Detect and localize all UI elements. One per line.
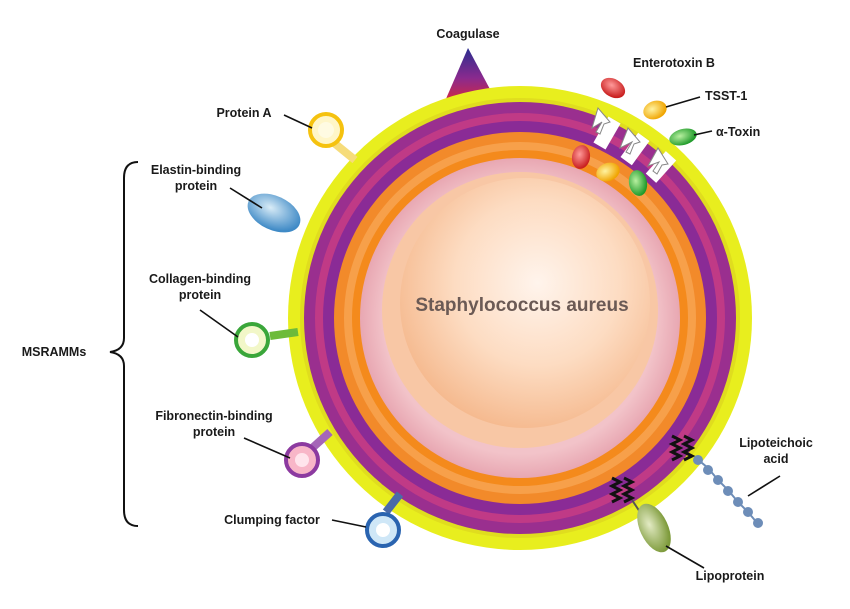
clumping-factor-structure bbox=[365, 491, 404, 548]
tsst1-label: TSST-1 bbox=[705, 89, 747, 103]
collagen-binding-label-line1: Collagen-binding bbox=[149, 272, 251, 286]
msramms-label: MSRAMMs bbox=[22, 345, 87, 359]
cell-title: Staphylococcus aureus bbox=[415, 295, 628, 316]
lipoteichoic-anchor bbox=[668, 434, 696, 462]
collagen-binding-protein-structure bbox=[234, 322, 299, 358]
alpha-toxin-label: α-Toxin bbox=[716, 125, 760, 139]
fibronectin-binding-label-line2: protein bbox=[193, 425, 235, 439]
toxin-particles bbox=[571, 77, 697, 196]
lipoteichoic-acid-label-line2: acid bbox=[763, 452, 788, 466]
elastin-binding-label-line1: Elastin-binding bbox=[151, 163, 241, 177]
lipoteichoic-acid-label-line1: Lipoteichoic bbox=[739, 436, 813, 450]
leader-lines bbox=[199, 96, 781, 569]
coagulase-label: Coagulase bbox=[436, 27, 499, 41]
protein-a-label: Protein A bbox=[216, 106, 271, 120]
enterotoxin-b-label: Enterotoxin B bbox=[633, 56, 715, 70]
msramms-brace bbox=[109, 161, 139, 527]
lipoprotein-shape bbox=[637, 503, 671, 553]
lipoteichoic-chain bbox=[693, 455, 763, 528]
clumping-factor-label: Clumping factor bbox=[224, 513, 320, 527]
secretion-arrows bbox=[591, 106, 669, 175]
protein-a-structure bbox=[308, 112, 358, 164]
lipoprotein-anchor bbox=[608, 476, 636, 504]
elastin-binding-protein-shape bbox=[247, 193, 301, 233]
fibronectin-binding-protein-structure bbox=[284, 429, 333, 478]
collagen-binding-label-line2: protein bbox=[179, 288, 221, 302]
lipoprotein-label: Lipoprotein bbox=[696, 569, 765, 583]
fibronectin-binding-label-line1: Fibronectin-binding bbox=[155, 409, 272, 423]
cell-body bbox=[288, 86, 752, 550]
elastin-binding-label-line2: protein bbox=[175, 179, 217, 193]
